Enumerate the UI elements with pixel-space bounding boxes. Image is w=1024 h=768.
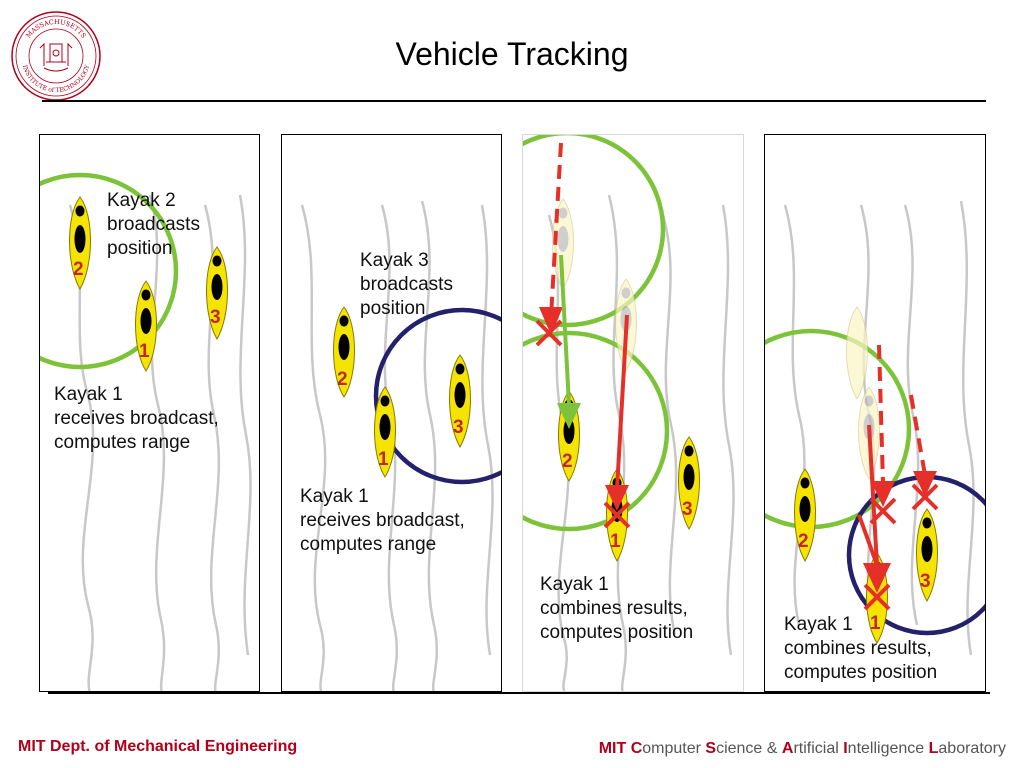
kayak-1-estimate-x-icon	[603, 501, 631, 529]
kayak-2-label: 2	[337, 369, 348, 390]
kayak-3-estimate-arrowhead	[913, 471, 937, 497]
kayak-2-corrected-path	[559, 254, 571, 406]
kayak-3-dead-reckoning-path	[909, 394, 927, 476]
kayak-3-icon	[449, 354, 471, 448]
kayak-1-label: 1	[139, 341, 150, 362]
kayak-2-corrected-arrowhead	[557, 403, 581, 429]
kayak-2-estimate-arrowhead	[539, 307, 563, 335]
kayak-1-corrected-arrowhead	[863, 563, 891, 593]
kayak-3-icon	[206, 246, 228, 340]
kayak-3-icon	[916, 508, 938, 602]
kayak-2-range-circle	[523, 135, 666, 328]
kayak-1-dead-reckoning-path	[615, 314, 629, 490]
kayak-1-dead-reckoning-path	[877, 344, 885, 484]
kayak-1-icon	[135, 280, 157, 372]
kayak-3-label: 3	[920, 571, 931, 592]
panel-1-diagram: 2 1 3	[40, 172, 252, 691]
slide-title: Vehicle Tracking	[395, 36, 629, 72]
kayak-3-estimate-x-icon	[911, 483, 939, 511]
kayak-3-range-circle	[373, 307, 501, 485]
footer-lab-name: MIT Computer Science & Artificial Intell…	[598, 740, 1006, 757]
kayak-2-range-circle	[765, 328, 912, 530]
kayak-2-label: 2	[562, 451, 573, 472]
kayak-2-label: 2	[798, 531, 809, 552]
kayak-1-icon	[374, 386, 396, 478]
panel-3-diagram: 2 1 3	[523, 135, 735, 691]
mit-seal-logo: MASSACHUSETTS INSTITUTE of TECHNOLOGY	[11, 11, 101, 101]
kayak-1-label: 1	[870, 613, 881, 634]
kayak-1-label: 1	[378, 449, 389, 470]
panel-2-diagram: 2 1 3	[300, 200, 501, 691]
kayak-1-corrected-path	[867, 424, 879, 566]
kayak-3-label: 3	[210, 307, 221, 328]
kayak-3-label: 3	[453, 417, 464, 438]
kayak-2-range-circle	[40, 172, 179, 370]
bottom-divider	[48, 692, 990, 694]
kayak-1-ghost-icon-earlier	[846, 306, 868, 400]
kayak-2-estimate-x-icon	[535, 319, 563, 347]
top-divider	[42, 100, 986, 102]
footer-department: MIT Dept. of Mechanical Engineering	[18, 738, 298, 755]
kayak-2-icon	[69, 196, 91, 290]
water-currents	[68, 194, 252, 691]
kayak-2-range-circle-new	[523, 330, 670, 532]
kayak-1-final-x-icon	[863, 583, 891, 611]
kayak-1-estimate-arrowhead	[605, 485, 629, 511]
kayak-2-icon	[794, 468, 816, 562]
kayak-1-label: 1	[610, 531, 621, 552]
kayak-2-icon	[333, 306, 355, 398]
kayak-1-estimate-arrowhead	[871, 481, 895, 507]
panel-4-diagram: 2 1 3	[765, 200, 985, 656]
kayak-2-dead-reckoning-path	[549, 142, 563, 318]
kayak-3-label: 3	[682, 499, 693, 520]
kayak-2-label: 2	[73, 259, 84, 280]
kayak-1-corrected-path-2	[857, 514, 879, 566]
kayak-3-icon	[678, 436, 700, 530]
water-currents	[547, 194, 735, 691]
